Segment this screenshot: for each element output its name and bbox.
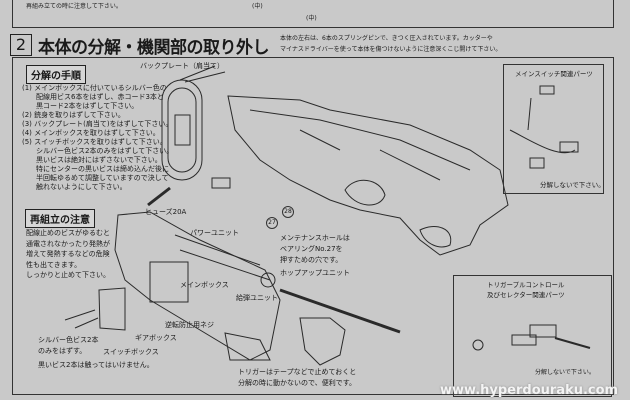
label-back-plate: バックプレート（肩当て） bbox=[140, 62, 224, 70]
step-line: 配線用ビス6本をはずし、赤コード3本と bbox=[22, 93, 164, 101]
section-number: 2 bbox=[10, 34, 32, 56]
label-black-screws: 黒いビス2本は触ってはいけません。 bbox=[38, 361, 154, 369]
step-line: 黒いビスは絶対にはずさないで下さい。 bbox=[22, 156, 162, 164]
label-silver-screws: シルバー色ビス2本 bbox=[38, 336, 99, 344]
part-number-28: 28 bbox=[282, 206, 294, 218]
step-line: (4) メインボックスを取りはずして下さい。 bbox=[22, 129, 160, 137]
label-power-unit: パワーユニット bbox=[190, 229, 239, 237]
label-feed-unit: 給弾ユニット bbox=[236, 294, 278, 302]
label-fuse: ヒューズ20A bbox=[145, 208, 187, 216]
label-hopup: ホップアップユニット bbox=[280, 269, 350, 277]
trigger-box-title: トリガープルコントロール bbox=[487, 281, 565, 289]
label-main-box: メインボックス bbox=[180, 281, 229, 289]
gearbox-drawing bbox=[64, 211, 281, 361]
step-line: 触れないようにして下さい。 bbox=[22, 183, 127, 191]
section-note-2: マイナスドライバーを使って本体を傷つけないように注意深くこじ開けて下さい。 bbox=[280, 46, 502, 53]
trigger-parts-box bbox=[453, 275, 612, 397]
trigger-drawing bbox=[224, 317, 346, 366]
caution-line: しっかりと止めて下さい。 bbox=[26, 271, 110, 279]
main-frame bbox=[12, 57, 614, 395]
reassembly-heading: 再組立の注意 bbox=[25, 209, 95, 228]
watermark: www.hyperdouraku.com bbox=[440, 383, 619, 398]
trigger-box-note: 分解しないで下さい。 bbox=[535, 369, 595, 376]
switch-parts-drawing bbox=[509, 85, 579, 169]
label-maintenance: ベアリングNo.27を bbox=[280, 245, 343, 253]
previous-note: 再組み立ての時に注意して下さい。 bbox=[26, 3, 122, 10]
section-note-1: 本体の左右は、6本のスプリングピンで、きつく圧入されています。カッターや bbox=[280, 35, 493, 42]
marker: (中) bbox=[252, 3, 263, 10]
main-switch-parts-box bbox=[503, 64, 604, 194]
gun-body-drawing bbox=[211, 95, 509, 256]
label-switch-box: スイッチボックス bbox=[103, 348, 159, 356]
caution-line: 性も出てきます。 bbox=[26, 260, 82, 269]
disassembly-heading: 分解の手順 bbox=[26, 65, 86, 84]
label-maintenance: 押すための穴です。 bbox=[280, 256, 343, 264]
previous-section-box bbox=[12, 0, 614, 28]
main-switch-title: メインスイッチ関連パーツ bbox=[515, 70, 593, 78]
step-line: (3) バックプレート(肩当て)をはずして下さい。 bbox=[22, 120, 173, 128]
step-line: 半回転ゆるめて調整していますので決して bbox=[22, 174, 169, 182]
section-title: 本体の分解・機関部の取り外し bbox=[38, 38, 270, 58]
caution-line: 増えて発熱するなどの危険 bbox=[26, 250, 110, 258]
label-gearbox: ギアボックス bbox=[135, 334, 177, 342]
marker: (中) bbox=[306, 15, 317, 22]
label-trigger-note: トリガーはテープなどで止めておくと bbox=[238, 368, 357, 376]
label-silver-screws: のみをはずす。 bbox=[38, 347, 87, 355]
step-line: (2) 銃身を取りはずして下さい。 bbox=[22, 111, 125, 119]
trigger-parts-drawing bbox=[472, 324, 591, 351]
label-trigger-note: 分解の時に動かないので、便利です。 bbox=[238, 379, 357, 387]
caution-line: 通電されなかったり発熱が bbox=[26, 239, 110, 248]
label-maintenance: メンテナンスホールは bbox=[280, 234, 350, 242]
back-plate-drawing bbox=[147, 65, 226, 207]
main-switch-note: 分解しないで下さい。 bbox=[540, 181, 605, 189]
step-line: (5) スイッチボックスを取りはずして下さい。 bbox=[22, 138, 167, 146]
label-anti-reverse: 逆転防止用ネジ bbox=[165, 321, 214, 329]
trigger-box-title: 及びセレクター関連パーツ bbox=[487, 291, 565, 299]
caution-line: 配線止めのビスがゆるむと bbox=[26, 229, 110, 237]
barrel-drawing bbox=[279, 288, 401, 334]
step-line: (1) メインボックスに付いているシルバー色の bbox=[22, 84, 167, 92]
step-line: シルバー色ビス2本のみをはずして下さい。 bbox=[22, 147, 174, 155]
step-line: 特にセンターの黒いビスは締め込んだ後に bbox=[22, 165, 169, 173]
part-number-27: 27 bbox=[266, 217, 278, 229]
step-line: 黒コード2本をはずして下さい。 bbox=[22, 102, 139, 110]
